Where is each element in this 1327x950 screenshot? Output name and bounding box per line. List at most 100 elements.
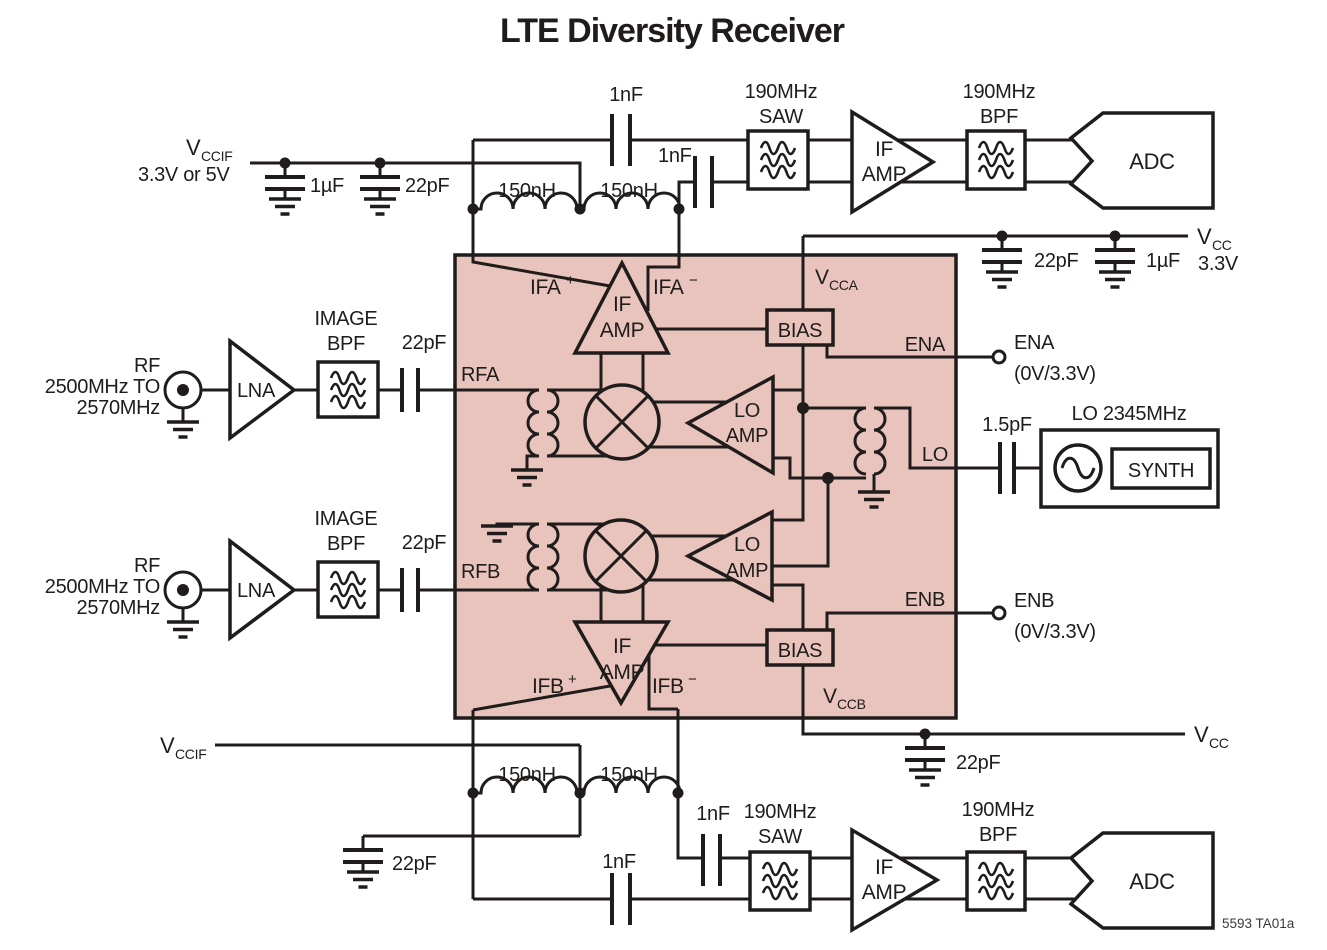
- rf-b-l1: RF: [134, 555, 160, 577]
- vccb-v: V: [823, 685, 837, 708]
- doc-code: 5593 TA01a: [1222, 916, 1295, 931]
- if-amp-ext-b-line1: IF: [875, 856, 893, 879]
- rf-input-b-label: RF 2500MHz TO 2570MHz: [45, 555, 161, 619]
- vccif-v: V: [186, 135, 201, 160]
- enb-levels-label: (0V/3.3V): [1014, 621, 1096, 643]
- vccif-bottom-label: V CCIF: [160, 733, 207, 762]
- cap-1nf-top1-label: 1nF: [609, 84, 643, 106]
- bpf-a-label: BPF: [980, 106, 1018, 128]
- vcc-b-sub: CC: [1209, 735, 1229, 751]
- ifa-plus-label: IFA +: [530, 272, 575, 299]
- ifa-minus-base: IFA: [653, 276, 684, 299]
- ena-terminal: [991, 349, 1007, 365]
- ground-symbol: [165, 620, 201, 639]
- lo-amp-b-line2: AMP: [726, 560, 768, 582]
- synth-label: SYNTH: [1128, 460, 1194, 482]
- ifb-plus-base: IFB: [532, 675, 564, 698]
- vccb-label: V CCB: [823, 685, 866, 712]
- vcc-top-label: V CC 3.3V: [1197, 224, 1239, 275]
- saw-b-label: SAW: [758, 826, 802, 848]
- cap-1nf-bot1-label: 1nF: [602, 851, 636, 873]
- cap-1uf-label: 1µF: [310, 175, 344, 197]
- if-amp-ext-b-line2: AMP: [862, 881, 907, 904]
- vcca-v: V: [815, 266, 829, 289]
- lna-b-label: LNA: [237, 580, 276, 602]
- enb-pin-label: ENB: [905, 589, 945, 611]
- vcca-sub: CCA: [829, 277, 859, 293]
- lo-amp-a: LO AMP: [684, 374, 775, 477]
- cap-1nf-top2-label: 1nF: [658, 145, 692, 167]
- page-title: LTE Diversity Receiver: [500, 12, 845, 50]
- bias-a-label: BIAS: [778, 320, 822, 342]
- bpf-a-freq: 190MHz: [963, 81, 1036, 103]
- vcc-sub: CC: [1212, 237, 1232, 253]
- cap-1uf-vcc-top: [1095, 236, 1135, 287]
- vccif-top-label: V CCIF 3.3V or 5V: [138, 135, 233, 186]
- junction-dots: [279, 157, 1121, 799]
- ena-pin-label: ENA: [905, 334, 946, 356]
- ifa-plus-base: IFA: [530, 276, 561, 299]
- cap-22pf-vccb-label: 22pF: [956, 752, 1000, 774]
- ena-levels-label: (0V/3.3V): [1014, 363, 1096, 385]
- if-amp-b-line1: IF: [613, 635, 631, 658]
- rf-connector-b: [163, 570, 203, 610]
- image-a-label2: BPF: [327, 333, 365, 355]
- ifa-minus-label: IFA −: [653, 272, 698, 299]
- bias-a: BIAS: [765, 308, 835, 347]
- vccif-b-v: V: [160, 733, 175, 758]
- rf-a-l1: RF: [134, 355, 160, 377]
- vcca-label: V CCA: [815, 266, 859, 293]
- adc-b: ADC: [1068, 831, 1215, 930]
- cap-1uf-vccif: [265, 163, 305, 214]
- cap-22pf-vcc-bottom: [905, 734, 945, 785]
- bpf-b-label: BPF: [979, 824, 1017, 846]
- rf-connector-a: [163, 370, 203, 410]
- ifb-minus-sup: −: [688, 671, 697, 688]
- if-amp-a: IF AMP: [572, 259, 671, 355]
- image-bpf-a: [316, 360, 380, 419]
- rf-a-l3: 2570MHz: [77, 397, 161, 419]
- bias-b: BIAS: [765, 628, 835, 667]
- adc-a-label: ADC: [1129, 149, 1175, 174]
- lna-b: LNA: [228, 537, 297, 642]
- image-b-label2: BPF: [327, 533, 365, 555]
- rfa-pin-label: RFA: [461, 364, 500, 386]
- mixer-b: [583, 518, 659, 594]
- adc-a: ADC: [1068, 111, 1215, 210]
- lo-amp-b-line1: LO: [734, 534, 760, 556]
- rf-a-l2: 2500MHz TO: [45, 376, 160, 398]
- cap-22pf-vcc-label: 22pF: [1034, 250, 1078, 272]
- image-bpf-b: [316, 560, 380, 619]
- lo-synth: SYNTH: [1039, 428, 1220, 509]
- saw-a-freq: 190MHz: [745, 81, 818, 103]
- bpf-a: [965, 129, 1027, 191]
- lna-a-label: LNA: [237, 380, 276, 402]
- if-amp-a-line1: IF: [613, 293, 631, 316]
- ena-ext-label: ENA: [1014, 332, 1055, 354]
- adc-b-label: ADC: [1129, 869, 1175, 894]
- lo-amp-a-line1: LO: [734, 400, 760, 422]
- ground-symbol: [165, 420, 201, 439]
- lo-source-label: LO 2345MHz: [1072, 403, 1187, 425]
- if-amp-ext-a: IF AMP: [850, 108, 937, 216]
- vccif-sub: CCIF: [201, 148, 232, 164]
- vccif-detail: 3.3V or 5V: [138, 164, 230, 186]
- saw-b-freq: 190MHz: [744, 801, 817, 823]
- saw-filter-b: [748, 850, 812, 912]
- vcc-bottom-label: V CC: [1194, 722, 1229, 751]
- cap-22pf-vccif: [360, 163, 400, 214]
- saw-filter-a: [746, 129, 810, 191]
- enb-terminal: [991, 605, 1007, 621]
- cap-22pf-label: 22pF: [405, 175, 449, 197]
- enb-ext-label: ENB: [1014, 590, 1054, 612]
- rf-b-l3: 2570MHz: [77, 597, 161, 619]
- cap-22pf-vcc-top: [982, 236, 1022, 287]
- rfb-pin-label: RFB: [461, 561, 500, 583]
- lna-a: LNA: [228, 337, 297, 442]
- mixer-a: [583, 383, 661, 461]
- cap-22pf-rfa-label: 22pF: [402, 332, 446, 354]
- if-amp-ext-a-line2: AMP: [862, 163, 907, 186]
- ifb-minus-base: IFB: [652, 675, 684, 698]
- ifb-plus-label: IFB +: [532, 671, 577, 698]
